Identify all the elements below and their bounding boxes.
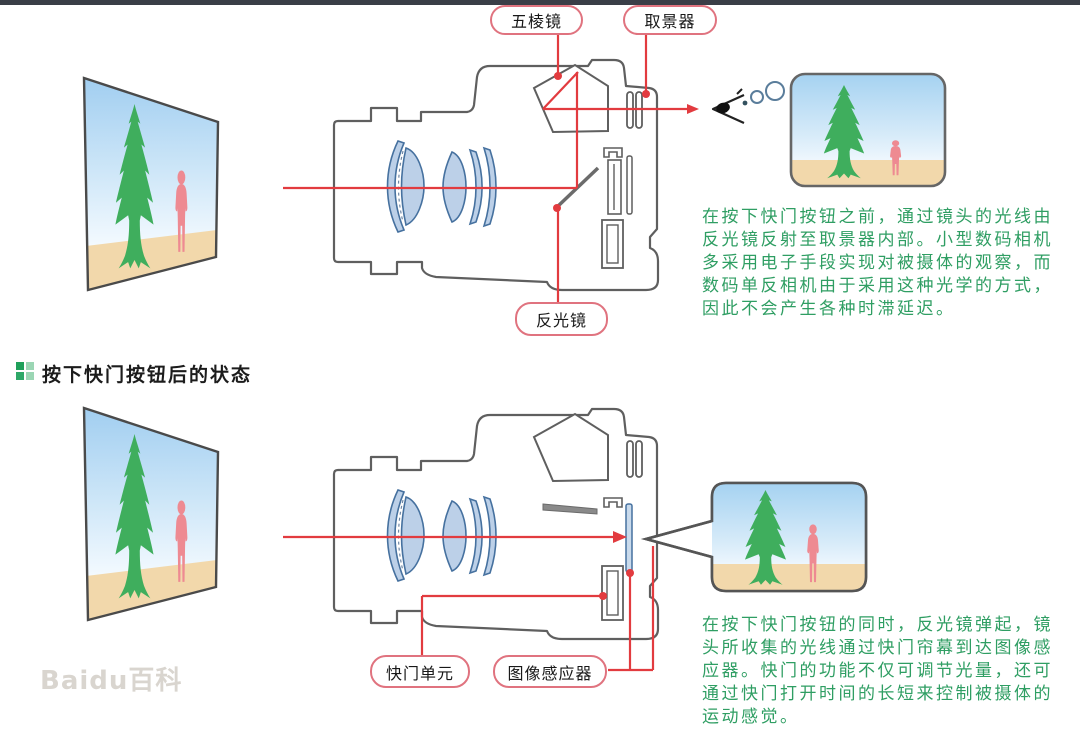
section-heading-icon — [26, 372, 34, 380]
section-heading-icon — [26, 362, 34, 370]
viewfinder-preview-image — [789, 72, 947, 188]
light-path-before — [283, 35, 688, 302]
description-before: 在按下快门按钮之前，通过镜头的光线由 反光镜反射至取景器内部。小型数码相机 多采… — [702, 207, 1053, 319]
eye-icon — [711, 88, 745, 125]
camera-cross-section-before — [332, 58, 660, 292]
label-viewfinder: 取景器 — [623, 5, 717, 35]
scene-panel-before — [82, 76, 220, 292]
sensor-preview-callout — [644, 481, 868, 593]
thought-bubbles — [742, 81, 785, 106]
section-heading: 按下快门按钮后的状态 — [42, 364, 253, 386]
baidu-watermark: Baidu百科 — [40, 666, 183, 696]
description-after: 在按下快门按钮的同时，反光镜弹起，镜 头所收集的光线通过快门帘幕到达图像感 应器… — [702, 615, 1053, 727]
top-border-bar — [0, 0, 1080, 5]
light-path-after — [283, 535, 655, 672]
label-pentaprism: 五棱镜 — [490, 5, 583, 35]
section-heading-icon — [16, 372, 24, 380]
label-shutter-unit: 快门单元 — [370, 655, 470, 688]
image-sensor-strip — [625, 503, 633, 573]
label-reflex-mirror: 反光镜 — [515, 302, 608, 336]
camera-cross-section-after — [332, 407, 660, 641]
section-heading-icon — [16, 362, 24, 370]
light-path-after-markers — [599, 531, 634, 600]
scene-panel-after — [82, 406, 220, 622]
light-path-before-markers — [553, 72, 699, 212]
label-image-sensor: 图像感应器 — [493, 655, 607, 688]
reflex-mirror-up — [542, 503, 598, 515]
